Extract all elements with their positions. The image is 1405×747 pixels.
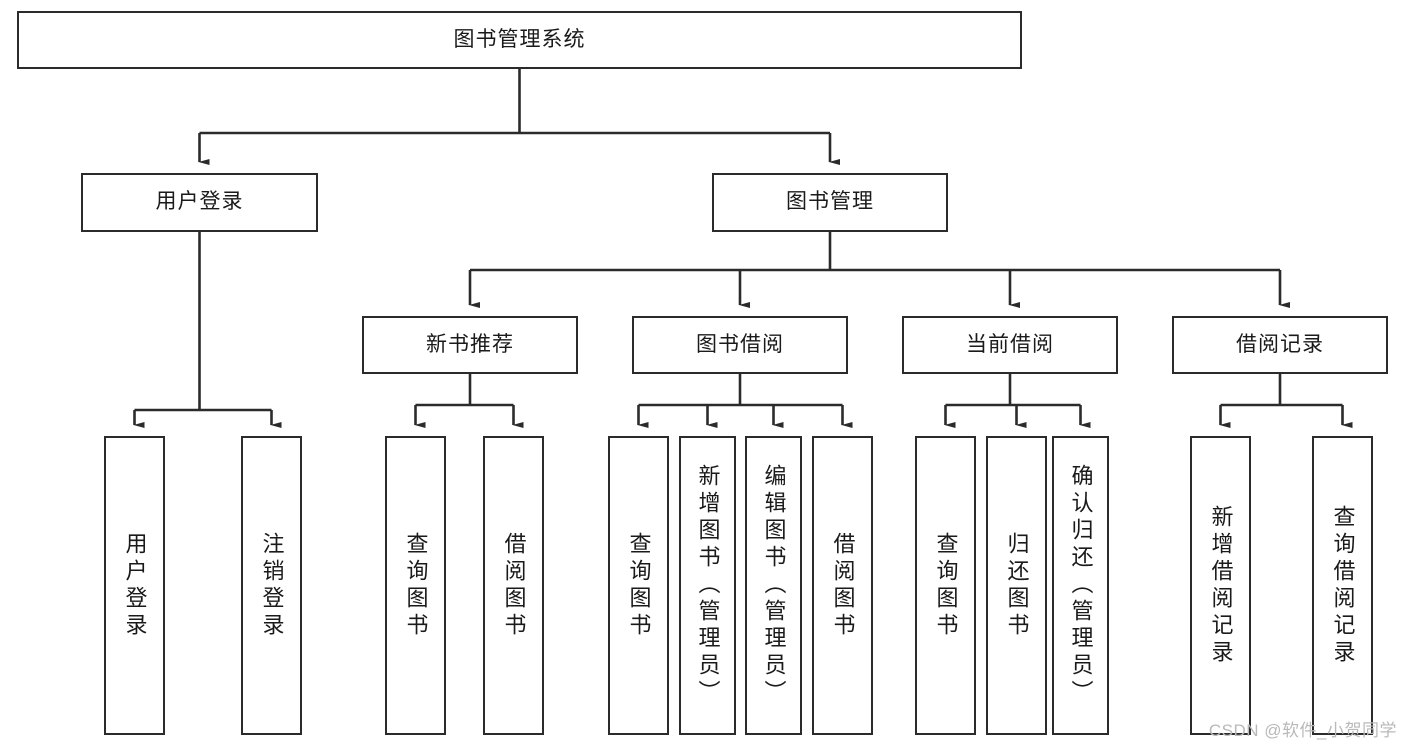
node-label-leaf-borrow-book: 借阅图书 [830, 531, 856, 640]
node-label-current-borrow: 当前借阅 [966, 332, 1054, 356]
node-leaf-user-login[interactable]: 用户登录 [104, 436, 165, 735]
node-label-root: 图书管理系统 [453, 27, 586, 51]
node-leaf-query-book-borrow[interactable]: 查询图书 [608, 436, 669, 735]
node-label-leaf-user-login: 用户登录 [122, 531, 148, 640]
node-book-management[interactable]: 图书管理 [712, 173, 948, 232]
node-leaf-confirm-return-admin[interactable]: 确认归还（管理员） [1052, 436, 1109, 735]
node-label-leaf-query-book-borrow: 查询图书 [626, 531, 652, 640]
node-leaf-add-book-admin[interactable]: 新增图书（管理员） [679, 436, 736, 735]
node-label-leaf-query-book-current: 查询图书 [933, 531, 959, 640]
node-user-login[interactable]: 用户登录 [81, 173, 318, 232]
node-label-leaf-user-logout: 注销登录 [259, 531, 285, 640]
node-leaf-query-book-current[interactable]: 查询图书 [915, 436, 976, 735]
node-label-leaf-edit-book-admin: 编辑图书（管理员） [761, 464, 787, 707]
node-leaf-borrow-book-recommend[interactable]: 借阅图书 [483, 436, 544, 735]
node-label-new-book-recommend: 新书推荐 [426, 332, 514, 356]
node-current-borrow[interactable]: 当前借阅 [902, 316, 1118, 374]
node-leaf-edit-book-admin[interactable]: 编辑图书（管理员） [745, 436, 802, 735]
node-leaf-query-book-recommend[interactable]: 查询图书 [385, 436, 446, 735]
node-label-borrow-records: 借阅记录 [1236, 332, 1324, 356]
node-new-book-recommend[interactable]: 新书推荐 [362, 316, 578, 374]
node-label-leaf-query-borrow-record: 查询借阅记录 [1330, 504, 1356, 667]
node-label-leaf-borrow-book-recommend: 借阅图书 [501, 531, 527, 640]
node-root[interactable]: 图书管理系统 [17, 11, 1022, 69]
node-label-leaf-query-book-recommend: 查询图书 [403, 531, 429, 640]
node-leaf-user-logout[interactable]: 注销登录 [241, 436, 302, 735]
node-leaf-return-book[interactable]: 归还图书 [986, 436, 1047, 735]
node-label-leaf-add-book-admin: 新增图书（管理员） [695, 464, 721, 707]
node-label-leaf-confirm-return-admin: 确认归还（管理员） [1068, 464, 1094, 707]
watermark-text: CSDN @软件_小贺同学 [1208, 721, 1397, 740]
node-book-borrow[interactable]: 图书借阅 [632, 316, 848, 374]
node-label-book-management: 图书管理 [786, 190, 874, 214]
node-leaf-add-borrow-record[interactable]: 新增借阅记录 [1190, 436, 1251, 735]
node-leaf-query-borrow-record[interactable]: 查询借阅记录 [1312, 436, 1373, 735]
node-leaf-borrow-book[interactable]: 借阅图书 [812, 436, 873, 735]
node-label-book-borrow: 图书借阅 [696, 332, 784, 356]
node-borrow-records[interactable]: 借阅记录 [1172, 316, 1388, 374]
node-label-leaf-add-borrow-record: 新增借阅记录 [1208, 504, 1234, 667]
node-label-user-login: 用户登录 [155, 190, 244, 214]
node-label-leaf-return-book: 归还图书 [1004, 531, 1030, 640]
